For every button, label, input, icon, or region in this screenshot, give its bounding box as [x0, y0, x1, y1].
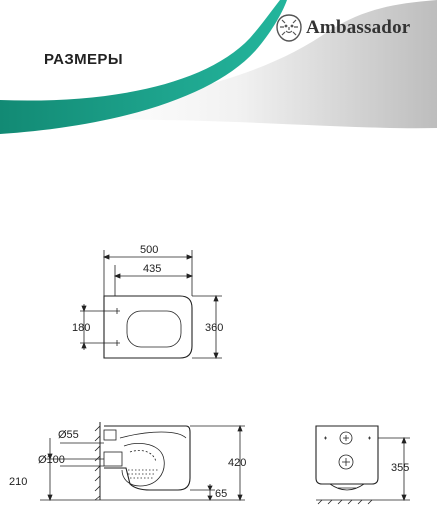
dim-inlet-diameter: Ø55 — [58, 429, 79, 441]
brand-name: Ambassador — [306, 17, 411, 38]
dim-bottom-offset: 65 — [215, 488, 227, 500]
dim-overall-depth: 360 — [205, 322, 223, 334]
back-view-bowl — [315, 425, 379, 485]
side-view-bowl — [104, 425, 191, 491]
dim-outlet-diameter: Ø100 — [38, 454, 65, 466]
section-title: РАЗМЕРЫ — [44, 51, 123, 68]
lion-head-icon — [276, 14, 302, 42]
back-view — [315, 425, 410, 505]
dim-inner-width: 435 — [143, 263, 161, 275]
dim-outlet-height: 210 — [9, 476, 27, 488]
teal-wave — [0, 0, 287, 134]
grey-wave — [0, 0, 437, 129]
side-view — [40, 422, 245, 502]
dim-overall-width: 500 — [140, 244, 158, 256]
dim-overall-height: 420 — [228, 457, 246, 469]
top-view-bowl — [103, 295, 193, 359]
top-view-seat — [126, 310, 182, 348]
header-swoosh — [0, 0, 437, 134]
dim-mount-spacing: 180 — [72, 322, 90, 334]
brand-logo: Ambassador — [276, 14, 410, 42]
dim-mount-height: 355 — [391, 462, 409, 474]
top-view — [80, 250, 222, 360]
